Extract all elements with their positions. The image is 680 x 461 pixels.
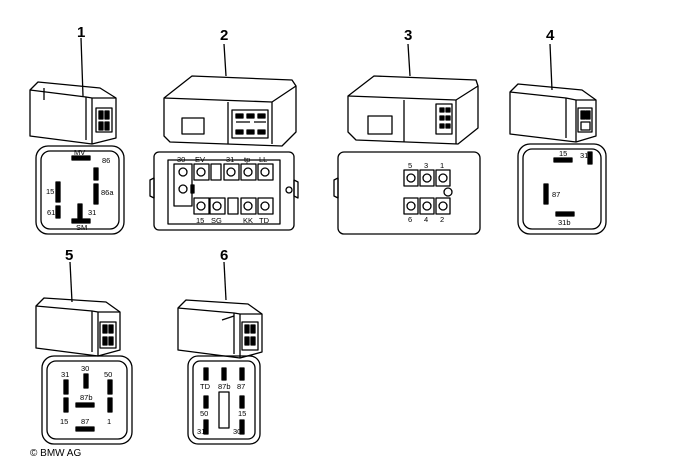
pin-label: 15 [46,187,54,196]
relay-3-number: 3 [404,27,412,44]
pin-label: 6 [408,215,412,224]
relay-1 [29,37,125,235]
pin-label: 86 [102,156,110,165]
pin-label: MV [74,148,85,157]
pin-label: KK [243,216,253,225]
pin-label: TD [259,216,270,225]
pin-label: 15 [559,149,567,158]
pin-label: 15 [238,409,246,418]
pin-label: 1 [107,417,111,426]
relay-4 [509,43,607,235]
relay-3 [333,43,481,235]
pin-label: 30 [233,427,241,436]
relay-4-number: 4 [546,27,555,44]
relay-6-housing [177,299,263,359]
relay-5-number: 5 [65,247,73,264]
pin-label: 31 [226,155,234,164]
pin-label: 50 [200,409,208,418]
relay-6-number: 6 [220,247,228,264]
pin-label: 87 [237,382,245,391]
pin-label: 31 [580,151,588,160]
relay-1-number: 1 [77,24,85,41]
relay-3-housing [347,75,479,145]
relay-4-housing [509,83,597,143]
pin-label: SG [211,216,222,225]
relay-5 [35,261,133,445]
relay-2-number: 2 [220,27,228,44]
relay-5-housing [35,297,121,357]
relay-2-socket [149,151,299,231]
relay-2 [149,43,299,231]
pin-label: 87b [218,382,231,391]
relay-6 [177,261,263,445]
relay-1-housing [29,81,117,145]
relay-4-socket [517,143,607,235]
pin-label: 87b [80,393,93,402]
pin-label: 3 [424,161,428,170]
pin-label: SM [76,223,87,232]
relay-6-socket [187,355,261,445]
pin-label: 30 [81,364,89,373]
pin-label: 87 [552,190,560,199]
pin-label: 15 [60,417,68,426]
pin-label: TD [200,382,211,391]
pin-label: 5 [408,161,412,170]
pin-label: 31b [558,218,571,227]
pin-label: 31 [88,208,96,217]
pin-label: 2 [440,215,444,224]
pin-label: 31 [61,370,69,379]
pin-label: tp [244,155,250,164]
relay-2-housing [163,75,297,147]
pin-label: 86a [101,188,114,197]
pin-label: 15 [196,216,204,225]
pin-label: EV [195,155,205,164]
pin-label: 87 [81,417,89,426]
pin-label: 31 [197,427,205,436]
relay-3-socket [333,151,481,235]
relay-1-socket [35,145,125,235]
pin-label: 1 [440,161,444,170]
pin-label: LL [259,155,267,164]
relay-5-socket [41,355,133,445]
pin-label: 4 [424,215,428,224]
pin-label: 61 [47,208,55,217]
pin-label: 50 [104,370,112,379]
copyright: © BMW AG [30,448,81,459]
pin-label: 30 [177,155,185,164]
